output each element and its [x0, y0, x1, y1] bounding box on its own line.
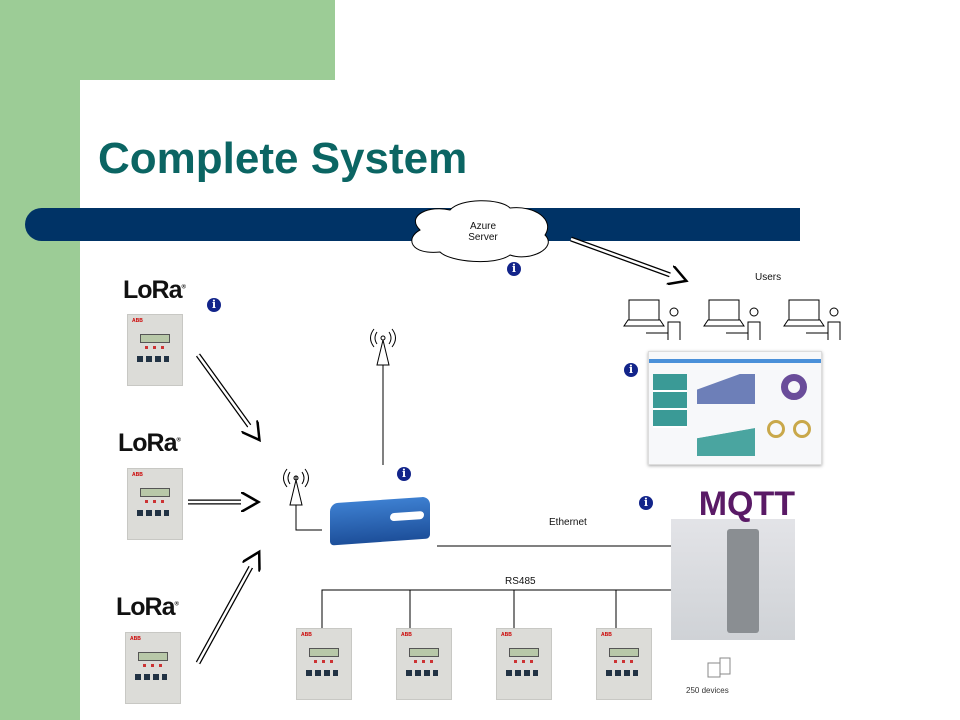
meter-device: ABB: [125, 632, 181, 704]
gateway-device: [727, 529, 759, 633]
info-icon[interactable]: i: [507, 262, 521, 276]
antenna-cable: [295, 505, 322, 531]
devices-label: 250 devices: [686, 686, 729, 695]
rs485-bus: [321, 589, 672, 628]
meter-device: ABB: [496, 628, 552, 700]
hollow-arrows: [188, 236, 685, 665]
cloud-label-line2: Server: [468, 232, 498, 243]
mqtt-gateway-image: MQTT: [671, 487, 795, 640]
meter-device: ABB: [296, 628, 352, 700]
ethernet-label: Ethernet: [549, 517, 587, 528]
rs485-label: RS485: [505, 576, 536, 587]
page-title: Complete System: [98, 134, 468, 183]
info-icon[interactable]: i: [624, 363, 638, 377]
info-icon[interactable]: i: [397, 467, 411, 481]
meter-device: ABB: [596, 628, 652, 700]
top-band: [0, 0, 335, 80]
users-label: Users: [755, 272, 782, 283]
lora-gateway-router: [330, 496, 430, 546]
devices-icon: [707, 657, 731, 678]
header-bar: [25, 208, 800, 241]
cloud-label-line1: Azure: [469, 221, 497, 232]
lora-logo: LoRa®: [116, 593, 179, 621]
dashboard-screenshot: [648, 351, 822, 465]
cloud-shape: [411, 200, 549, 263]
meter-device: ABB: [396, 628, 452, 700]
info-icon[interactable]: i: [207, 298, 221, 312]
antenna-icon: [370, 328, 396, 366]
laptop-user-icon: [703, 299, 761, 340]
antenna-icon: [283, 468, 309, 506]
lora-logo: LoRa®: [123, 276, 186, 304]
mqtt-logo: MQTT: [671, 487, 795, 521]
meter-device: ABB: [127, 314, 183, 386]
info-icon[interactable]: i: [639, 496, 653, 510]
meter-device: ABB: [127, 468, 183, 540]
laptop-user-icon: [783, 299, 841, 340]
side-band: [0, 0, 80, 720]
laptop-user-icon: [623, 299, 681, 340]
lora-logo: LoRa®: [118, 429, 181, 457]
